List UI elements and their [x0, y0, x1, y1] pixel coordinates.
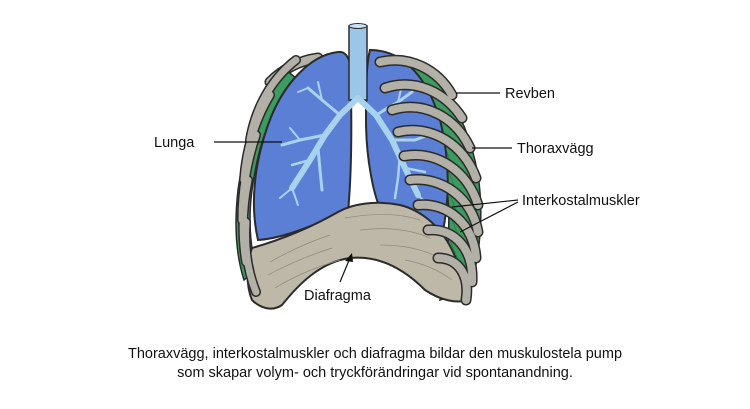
label-intercostal-muscles: Interkostalmuskler	[522, 193, 640, 209]
intercostal-leader-line-2	[459, 201, 519, 233]
diaphragm-fibers	[267, 214, 453, 289]
label-lung: Lunga	[154, 135, 195, 151]
label-diaphragm: Diafragma	[304, 288, 372, 304]
left-ribs	[237, 55, 301, 297]
intercostal-leader-line-1	[451, 199, 519, 208]
label-rib: Revben	[505, 86, 555, 102]
right-ribs	[374, 54, 484, 306]
label-thoracic-wall: Thoraxvägg	[517, 141, 594, 157]
diaphragm	[246, 201, 472, 310]
figure-caption: Thoraxvägg, interkostalmuskler och diafr…	[0, 345, 750, 383]
caption-line-1: Thoraxvägg, interkostalmuskler och diafr…	[127, 346, 623, 362]
diaphragm-arrowhead	[345, 253, 353, 262]
trachea	[348, 25, 368, 101]
caption-line-2: som skapar volym- och tryckförändringar …	[177, 365, 573, 381]
diaphragm-leader-line	[339, 257, 351, 283]
leader-lines	[214, 92, 519, 283]
